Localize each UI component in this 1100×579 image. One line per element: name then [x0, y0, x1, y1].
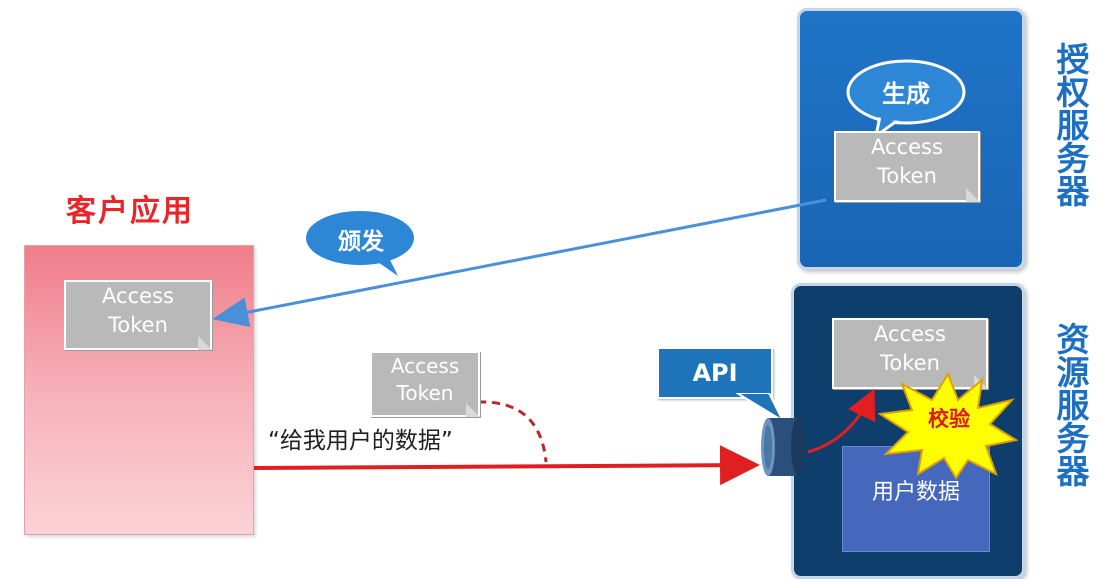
- issue-label: 颁发: [338, 229, 384, 255]
- verify-arrow: [807, 388, 876, 454]
- generate-bubble: [846, 59, 966, 138]
- auth-server-label-text: 授权服务器: [1051, 42, 1090, 207]
- token-line2: Token: [877, 164, 937, 188]
- verify-label: 校验: [928, 407, 970, 431]
- issue-bubble: [306, 211, 414, 276]
- request-quote: “给我用户的数据”: [268, 428, 453, 454]
- token-line2: Token: [880, 351, 940, 375]
- token-line1: Access: [102, 284, 174, 308]
- api-tag-pointer: [736, 393, 784, 422]
- api-endpoint-cylinder: [761, 418, 805, 476]
- request-arrow: [253, 445, 760, 486]
- token-line1: Access: [390, 354, 460, 378]
- resource-server-label-text: 资源服务器: [1051, 322, 1090, 487]
- access-token-card-auth: Access Token: [834, 131, 980, 202]
- access-token-card-client: Access Token: [64, 280, 212, 350]
- generate-label: 生成: [882, 80, 930, 108]
- access-token-card-request: Access Token: [370, 351, 480, 417]
- api-tag: API: [657, 347, 773, 399]
- auth-server-label: 授权服务器: [1049, 42, 1090, 217]
- token-attach-dashed-arc: [477, 400, 548, 463]
- issue-arrow: [212, 198, 827, 328]
- token-line2: Token: [396, 381, 454, 405]
- token-line1: Access: [874, 322, 946, 346]
- verify-star: [878, 371, 1018, 480]
- resource-server-label: 资源服务器: [1049, 322, 1090, 497]
- token-line1: Access: [871, 135, 943, 159]
- client-app-title: 客户应用: [66, 194, 194, 229]
- token-line2: Token: [108, 313, 168, 337]
